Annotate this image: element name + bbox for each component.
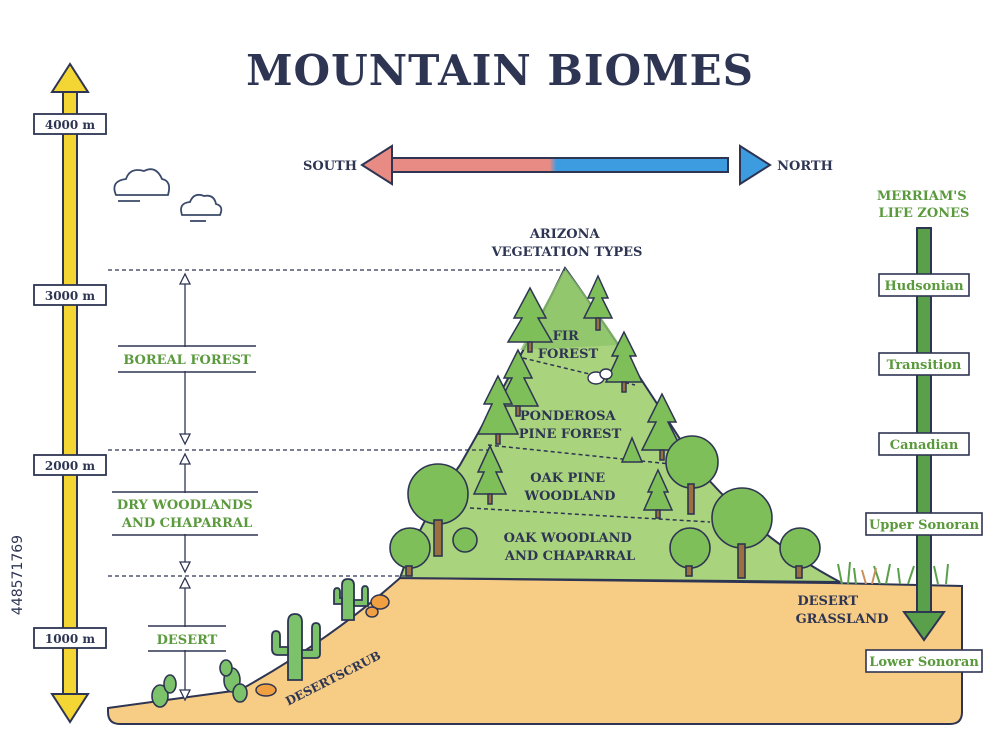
prickly-pear-icon xyxy=(151,659,248,708)
altitude-tick-3000: 3000 m xyxy=(45,289,96,303)
watermark-id: 448571769 xyxy=(10,535,26,615)
band-fir-forest: FIR FOREST xyxy=(538,329,599,362)
zone-label-boxes xyxy=(112,345,258,652)
life-zone-upper-sonoran: Upper Sonoran xyxy=(869,518,980,533)
altitude-tick-2000: 2000 m xyxy=(45,459,96,473)
altitude-tick-boxes xyxy=(33,113,107,649)
altitude-axis xyxy=(50,62,90,724)
boulder-icon xyxy=(587,368,613,385)
life-zone-lower-sonoran: Lower Sonoran xyxy=(869,655,979,670)
zone-boreal-forest: BOREAL FOREST xyxy=(123,353,251,368)
zone-desert: DESERT xyxy=(157,633,218,648)
cloud-icon xyxy=(113,168,223,222)
life-zone-canadian: Canadian xyxy=(890,438,959,453)
zone-dry-woodlands: DRY WOODLANDS AND CHAPARRAL xyxy=(117,498,257,531)
life-zone-hudsonian: Hudsonian xyxy=(884,279,964,294)
desert-grassland-label: DESERT GRASSLAND xyxy=(796,594,889,627)
pine-tree-icons xyxy=(472,274,684,511)
cactus-icon xyxy=(271,578,369,681)
altitude-tick-4000: 4000 m xyxy=(45,118,96,132)
north-label: NORTH xyxy=(777,159,833,174)
altitude-tick-1000: 1000 m xyxy=(45,632,96,646)
band-oak-pine: OAK PINE WOODLAND xyxy=(524,471,616,504)
rock-icon xyxy=(255,594,390,697)
vegetation-header: ARIZONA VEGETATION TYPES xyxy=(491,227,643,260)
south-label: SOUTH xyxy=(303,159,357,174)
life-zone-transition: Transition xyxy=(887,358,962,373)
altitude-guide-lines xyxy=(108,269,565,577)
direction-arrow xyxy=(360,144,772,186)
band-oak-woodland: OAK WOODLAND AND CHAPARRAL xyxy=(504,531,637,564)
oak-trunks xyxy=(405,483,803,579)
life-zones-header: MERRIAM'S LIFE ZONES xyxy=(877,189,971,221)
tree-trunks xyxy=(487,317,665,519)
band-ponderosa: PONDEROSA PINE FOREST xyxy=(519,409,622,442)
page-title: MOUNTAIN BIOMES xyxy=(246,46,754,95)
vegetation-band-dividers xyxy=(469,357,711,523)
life-zone-boxes xyxy=(865,273,983,673)
